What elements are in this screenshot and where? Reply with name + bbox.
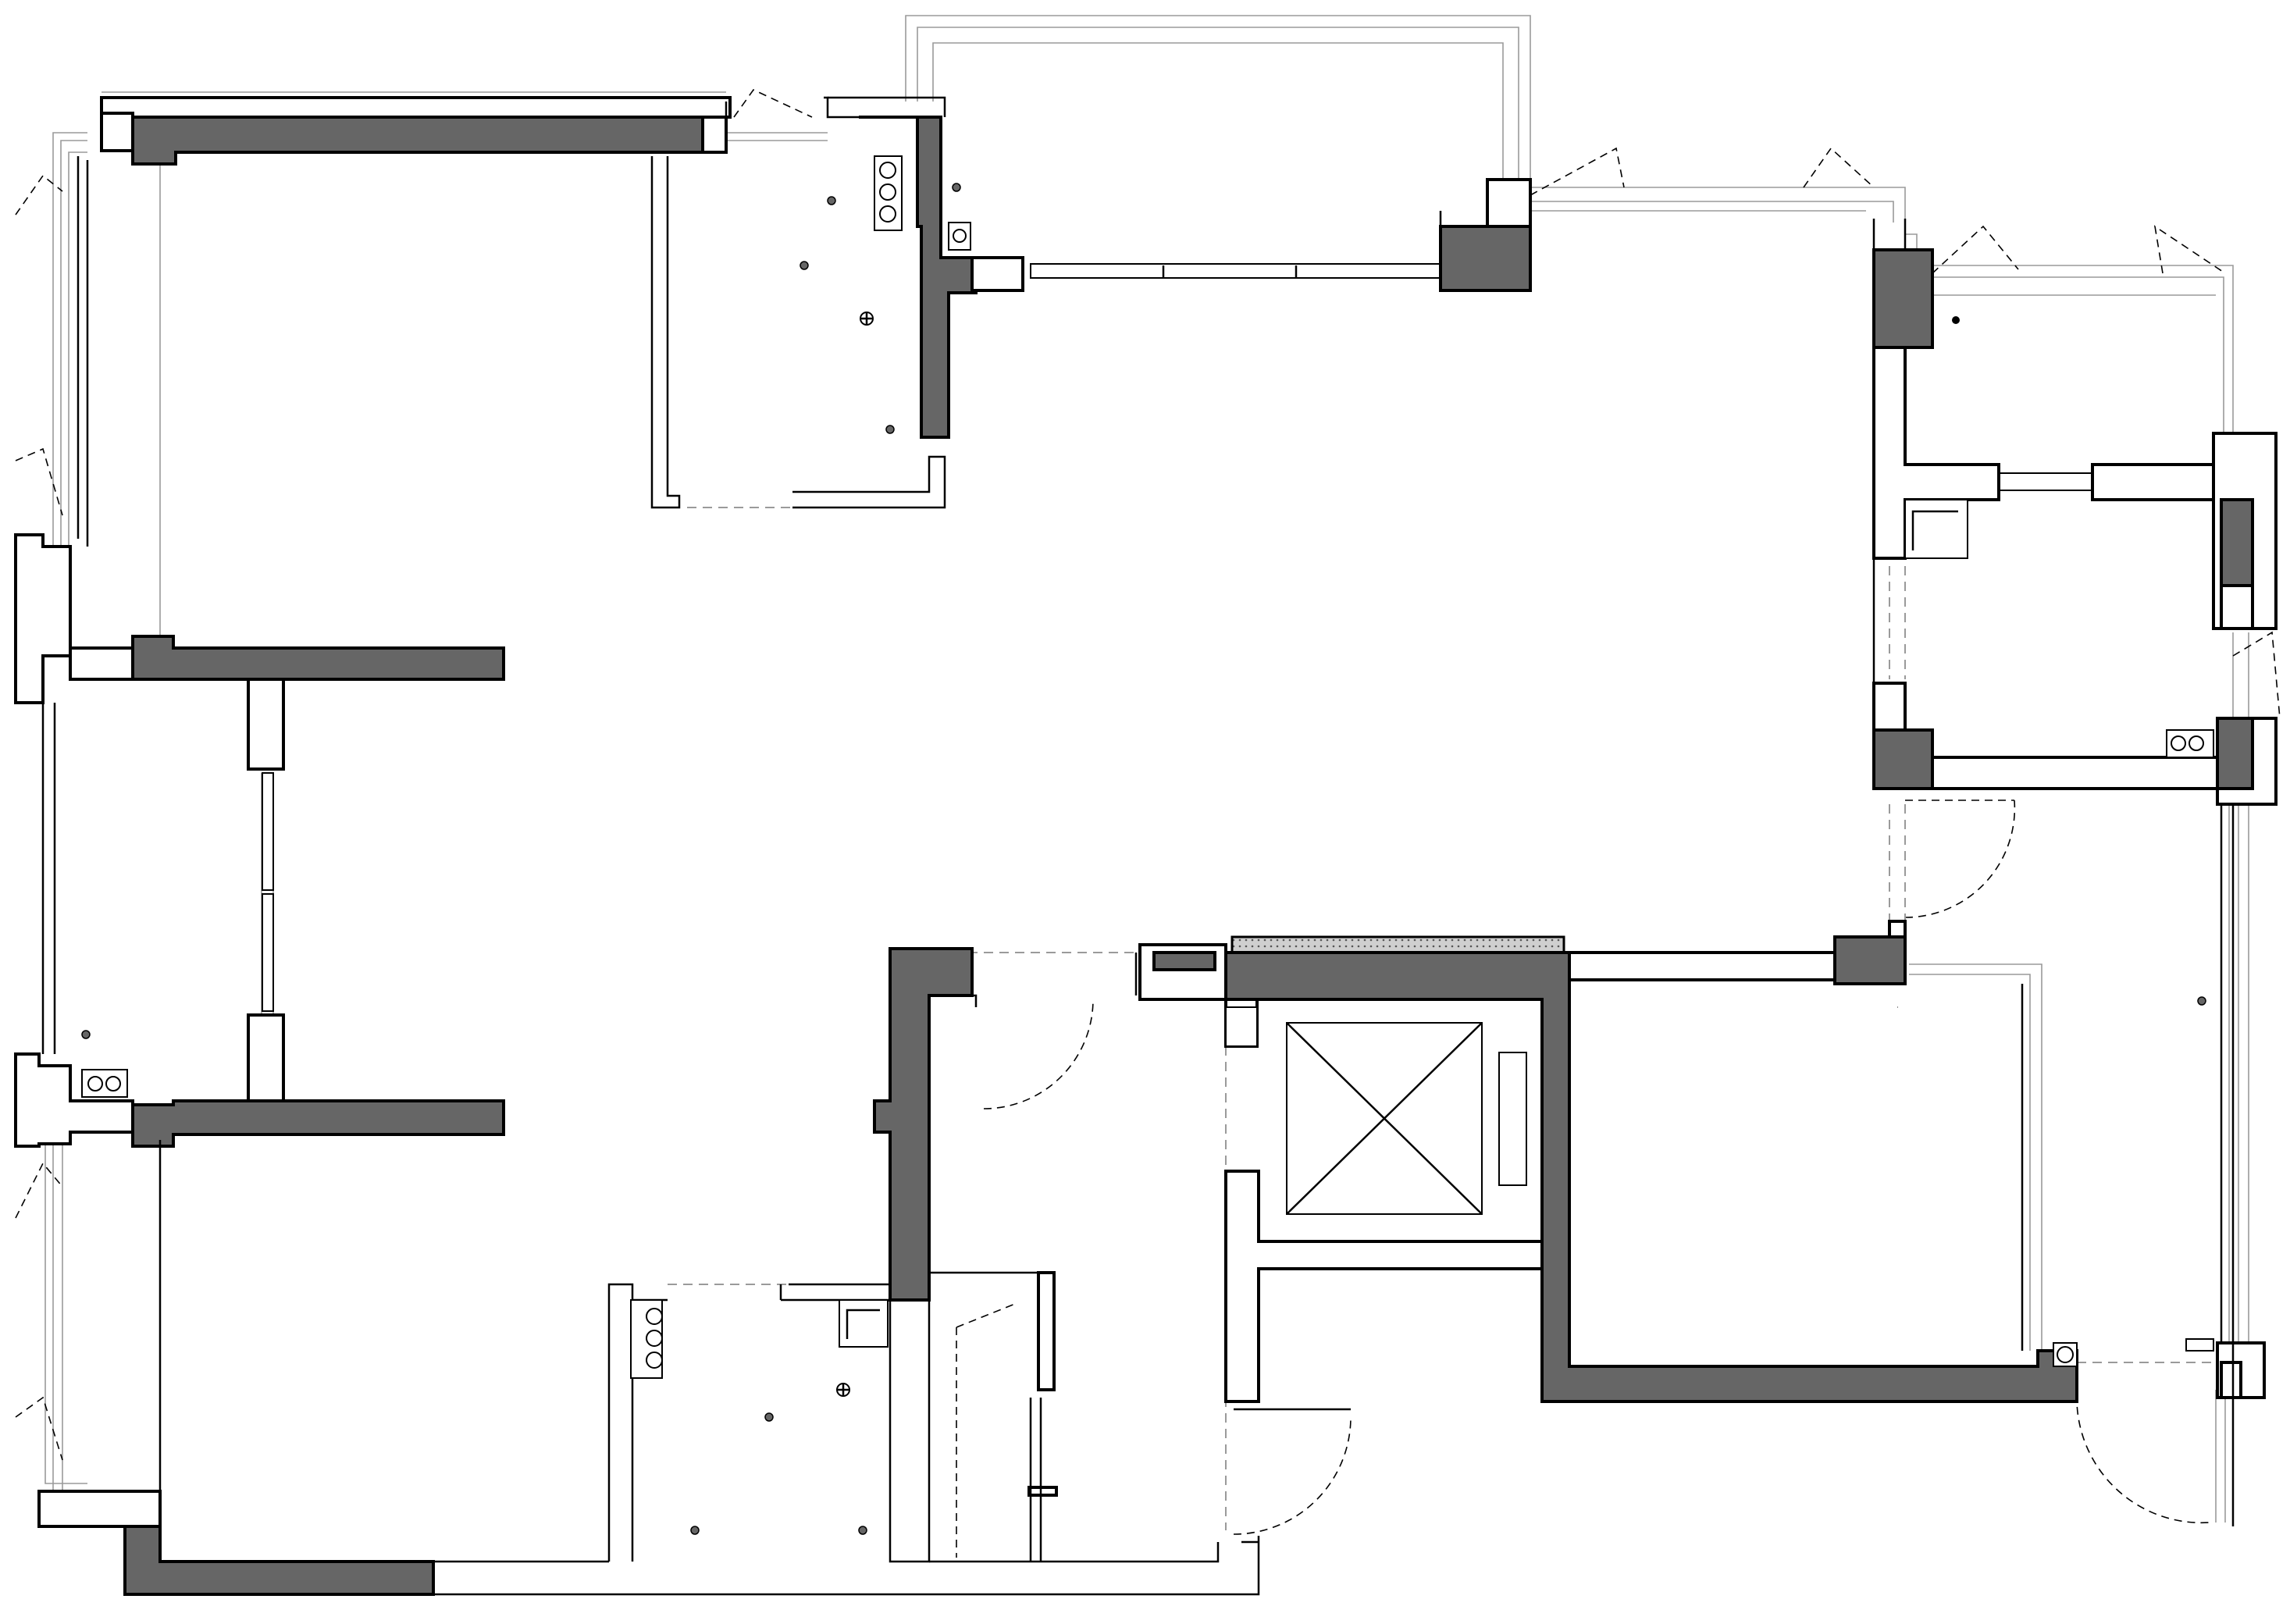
window-lines <box>45 15 2249 1522</box>
fixtures <box>81 155 2214 1535</box>
elevator <box>1225 1006 1527 1215</box>
outline-lines <box>100 98 2235 1526</box>
column-top-left <box>100 112 134 152</box>
door-swings <box>15 88 2281 1558</box>
walls <box>14 96 2278 1596</box>
